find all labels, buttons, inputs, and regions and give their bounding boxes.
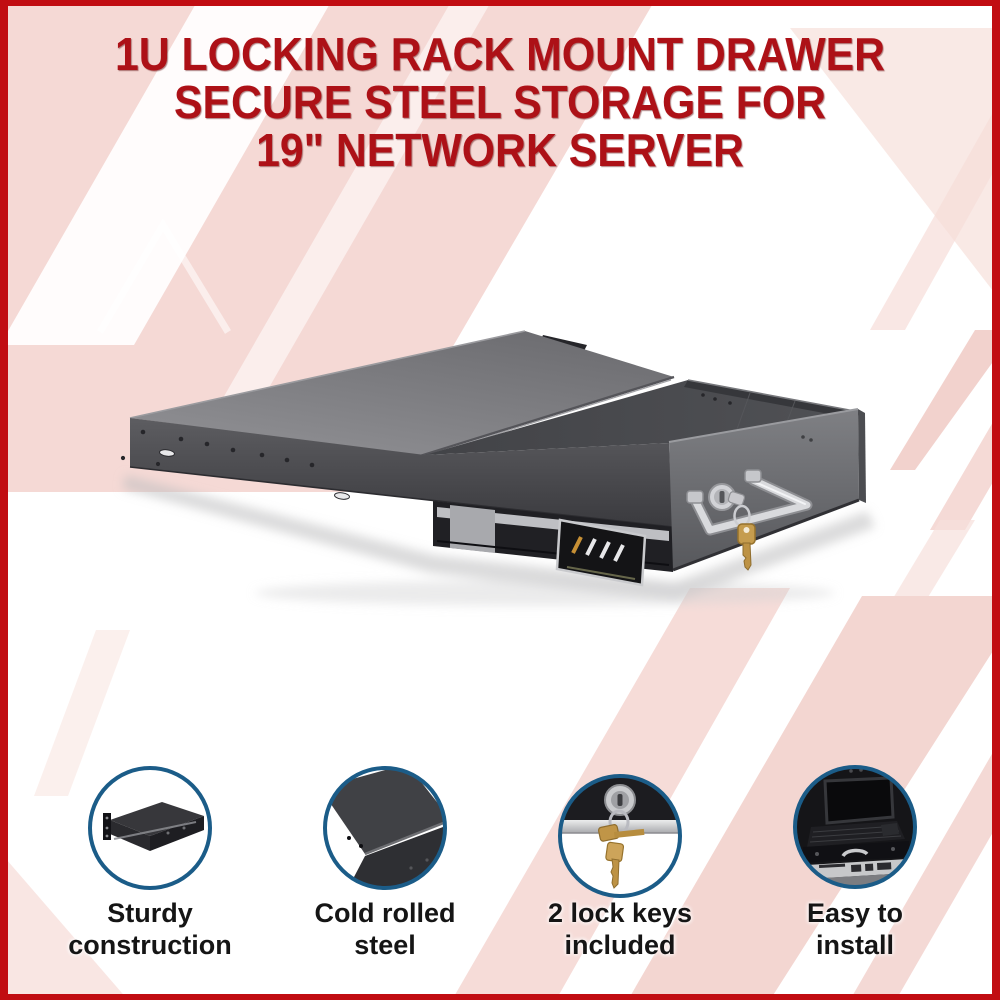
product-photo	[120, 330, 875, 606]
caption-line: 2 lock keys	[547, 898, 693, 928]
feature-photo-cold-rolled-steel	[323, 766, 447, 890]
product-shadow	[123, 475, 875, 606]
feature-caption-cold-rolled-steel: Cold rolled steel	[260, 897, 510, 961]
title-line-2: SECURE STEEL STORAGE FOR	[173, 76, 827, 128]
product-title: 1U LOCKING RACK MOUNT DRAWER SECURE STEE…	[35, 30, 965, 174]
caption-line: Sturdy	[107, 898, 193, 928]
feature-photo-sturdy-construction	[88, 766, 212, 890]
feature-caption-lock-keys: 2 lock keys included	[495, 897, 745, 961]
frame-border-top	[0, 0, 1000, 6]
feature-ring	[88, 766, 212, 890]
feature-ring	[558, 774, 682, 898]
caption-line: construction	[68, 930, 232, 960]
drawer-tray	[425, 379, 861, 455]
feature-caption-sturdy-construction: Sturdy construction	[25, 897, 275, 961]
caption-line: included	[564, 930, 676, 960]
spare-keys	[733, 504, 756, 571]
drawer-lock	[708, 483, 746, 511]
caption-line: install	[815, 930, 895, 960]
brand-logo-plate	[555, 518, 647, 587]
drawer-handle	[686, 469, 813, 536]
title-line-1: 1U LOCKING RACK MOUNT DRAWER	[114, 28, 886, 80]
feature-photo-lock-keys	[558, 774, 682, 898]
frame-border-bottom	[0, 994, 1000, 1000]
frame-border-right	[992, 0, 1000, 1000]
feature-photo-easy-install	[793, 765, 917, 889]
caption-line: Easy to	[806, 898, 904, 928]
feature-ring	[793, 765, 917, 889]
caption-line: steel	[354, 930, 416, 960]
title-line-3: 19" NETWORK SERVER	[256, 124, 744, 176]
feature-ring	[323, 766, 447, 890]
frame-border-left	[0, 0, 8, 1000]
feature-caption-easy-install: Easy to install	[730, 897, 980, 961]
caption-line: Cold rolled	[314, 898, 456, 928]
